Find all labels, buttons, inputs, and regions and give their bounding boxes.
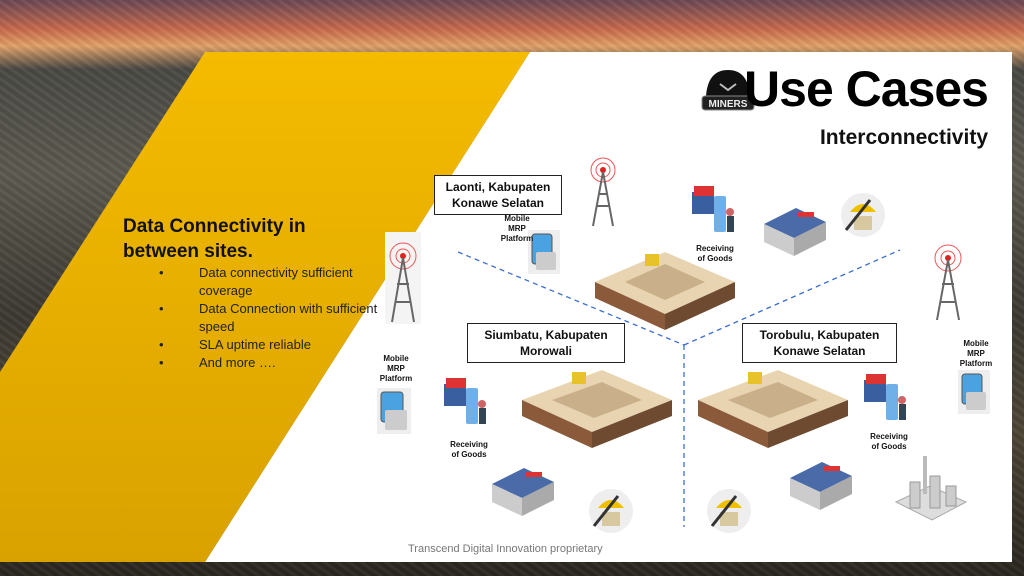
- open-pit-mine-icon: [522, 370, 672, 448]
- mobile-phone-icon: [377, 388, 411, 434]
- receiving-label: Receiving of Goods: [696, 244, 734, 263]
- bullet-item: Data Connection with sufficient speed: [155, 300, 395, 336]
- section-heading: Data Connectivity in between sites.: [123, 216, 306, 262]
- mobile-phone-icon: [958, 370, 990, 414]
- receiving-goods-icon: [692, 186, 734, 232]
- bullet-item: And more ….: [155, 354, 395, 372]
- miners-logo: MINERS: [701, 70, 755, 111]
- construction-tools-icon: [589, 489, 633, 533]
- mobile-label: Mobile MRP Platform: [500, 214, 534, 243]
- page-subtitle: Interconnectivity: [819, 126, 988, 149]
- open-pit-mine-icon: [595, 252, 735, 330]
- cell-tower-icon: [934, 244, 962, 321]
- site-label-laonti: Laonti, Kabupaten Konawe Selatan: [434, 175, 562, 215]
- construction-tools-icon: [707, 489, 751, 533]
- connection-lines: [457, 249, 901, 527]
- receiving-label: Receiving of Goods: [450, 440, 488, 459]
- bullet-item: Data connectivity sufficient coverage: [155, 264, 395, 300]
- receiving-goods-icon: [864, 374, 906, 420]
- warehouse-icon: [764, 208, 826, 256]
- slide: MINERS Use Cases Interconnectivity Data …: [0, 52, 1012, 562]
- footer-text: Transcend Digital Innovation proprietary: [408, 543, 603, 555]
- page-title: Use Cases: [744, 61, 989, 117]
- svg-text:MINERS: MINERS: [709, 99, 748, 110]
- mobile-label: Mobile MRP Platform: [379, 354, 413, 383]
- open-pit-mine-icon: [698, 370, 848, 448]
- cell-tower-icon: [590, 157, 616, 227]
- mobile-phone-icon: [528, 230, 560, 274]
- cell-tower-icon: [385, 232, 421, 324]
- refinery-plant-icon: [894, 456, 968, 521]
- white-panel: [205, 52, 1012, 562]
- receiving-label: Receiving of Goods: [870, 432, 908, 451]
- mobile-label: Mobile MRP Platform: [959, 339, 993, 368]
- warehouse-icon: [492, 468, 554, 516]
- site-label-torobulu: Torobulu, Kabupaten Konawe Selatan: [742, 323, 897, 363]
- receiving-goods-icon: [444, 378, 486, 424]
- bullet-list: Data connectivity sufficient coverage Da…: [155, 264, 395, 372]
- construction-tools-icon: [841, 193, 885, 237]
- warehouse-icon: [790, 462, 852, 510]
- bullet-item: SLA uptime reliable: [155, 336, 395, 354]
- site-label-siumbatu: Siumbatu, Kabupaten Morowali: [467, 323, 625, 363]
